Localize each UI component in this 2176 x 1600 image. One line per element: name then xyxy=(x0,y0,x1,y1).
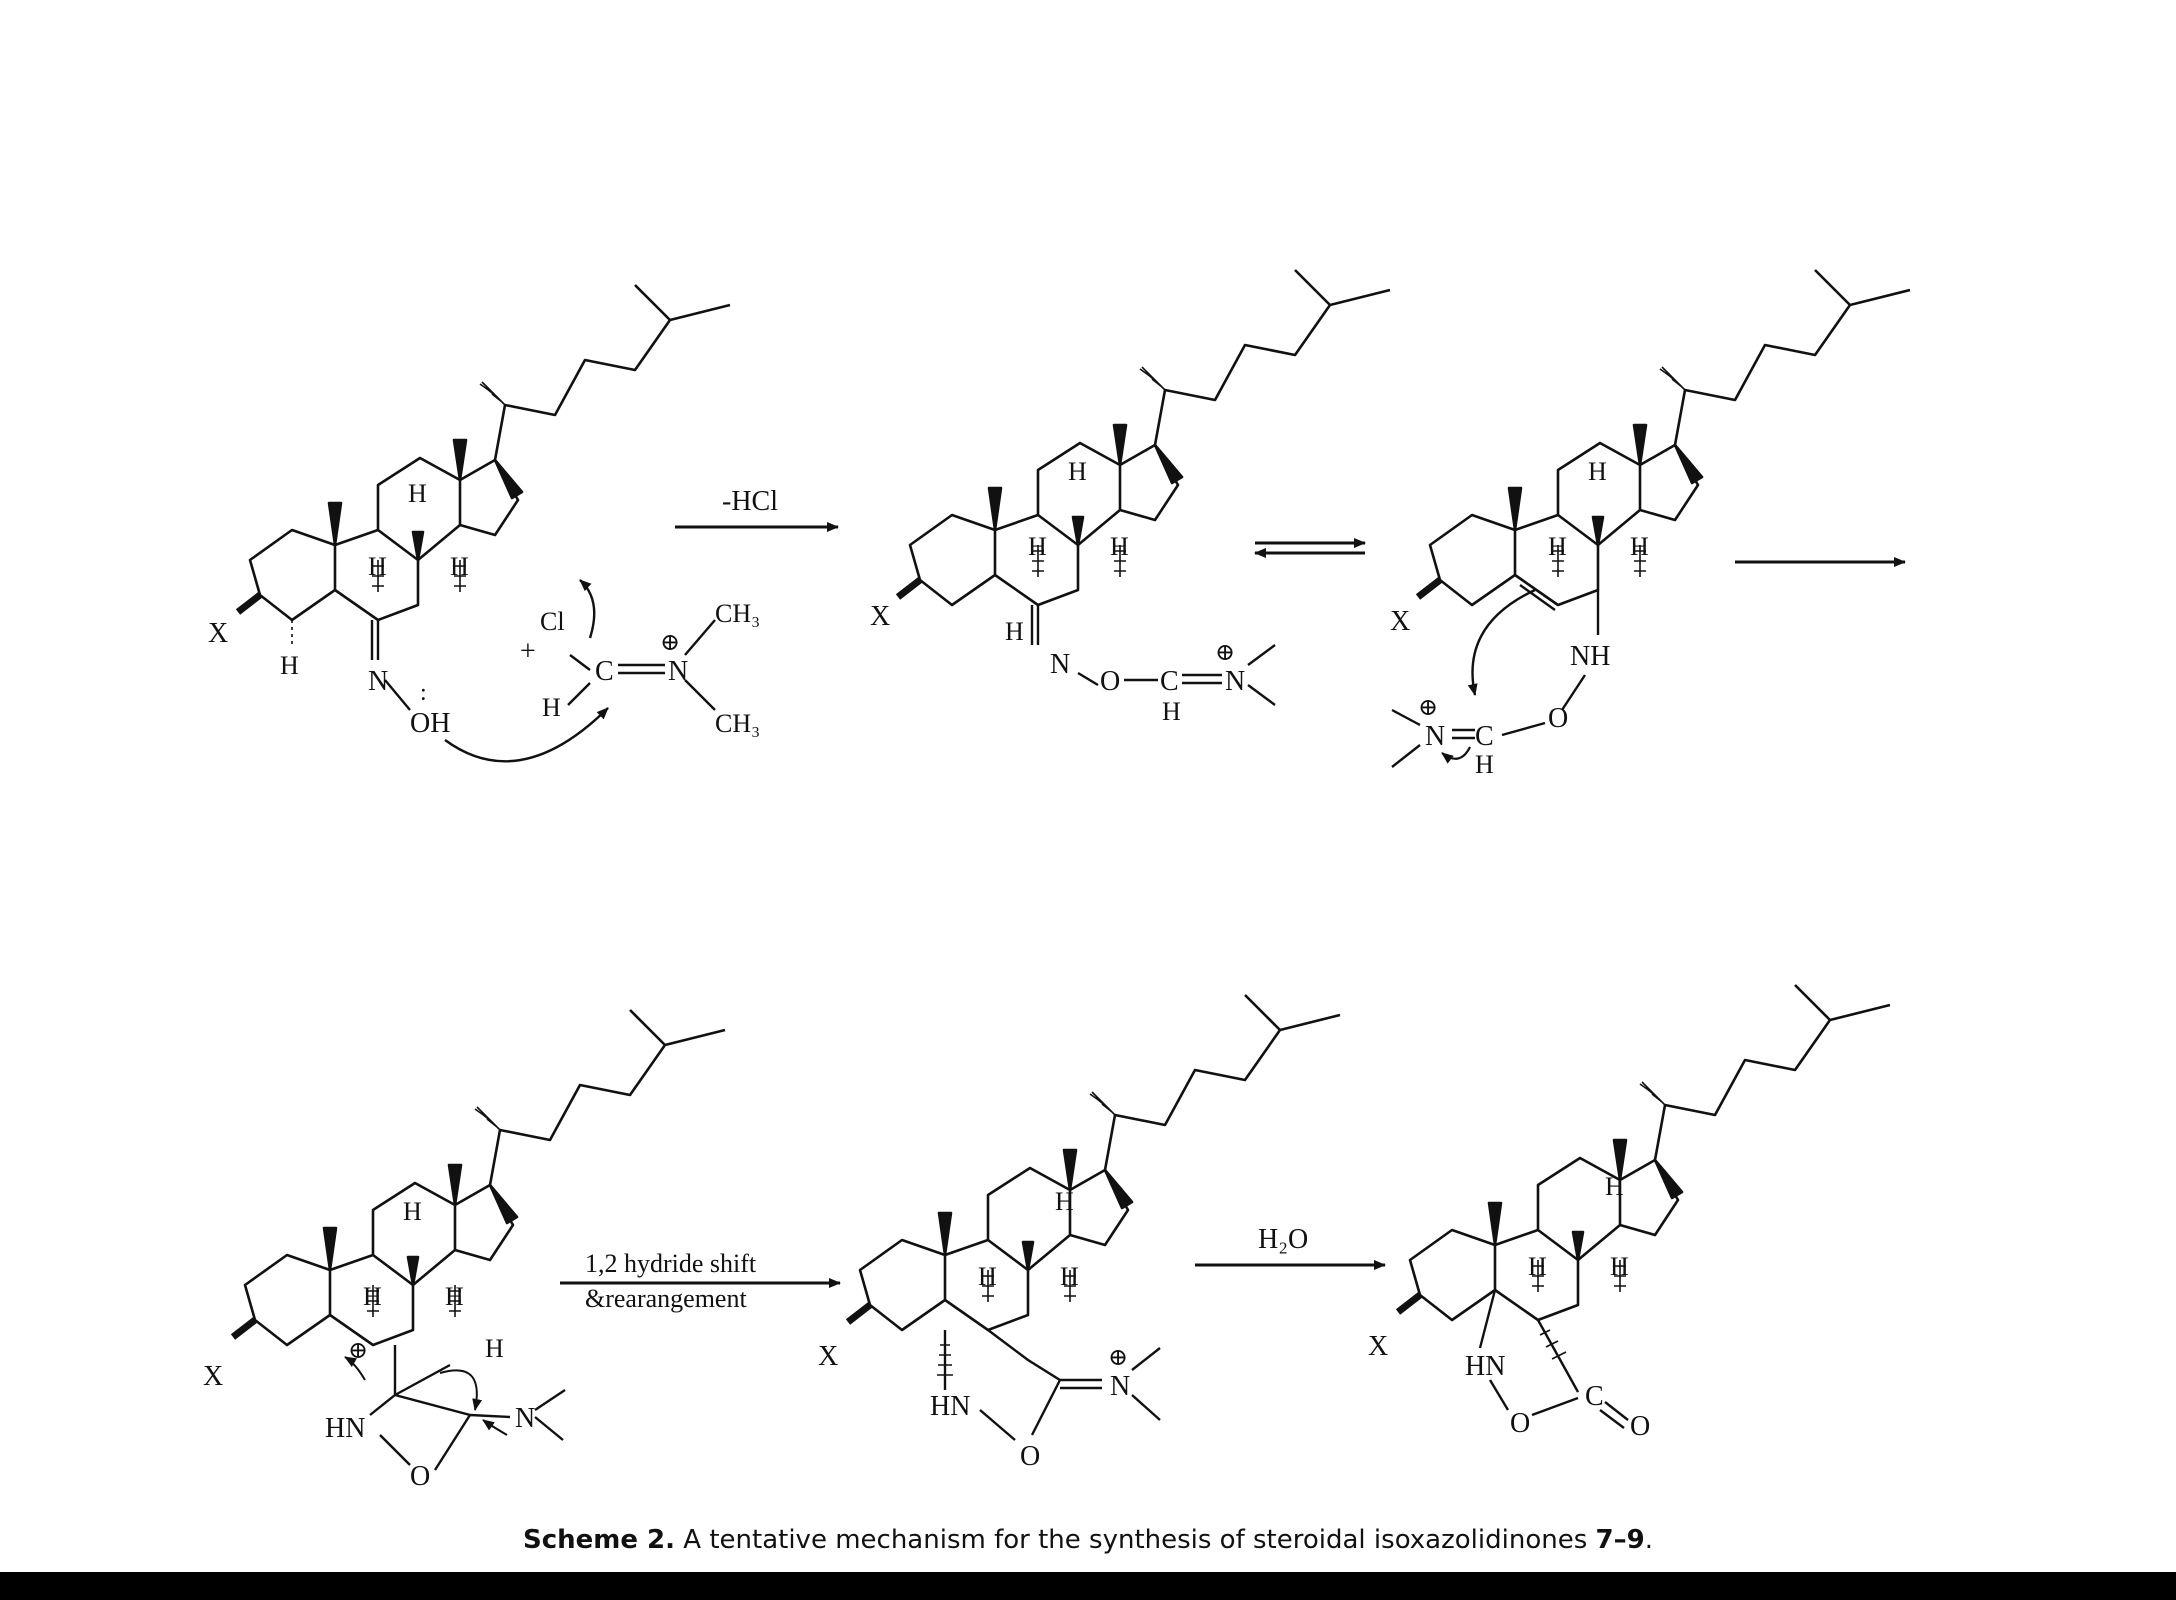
cation-symbol: ⊕ xyxy=(1418,695,1438,721)
atom-h: H xyxy=(280,651,299,680)
caption-end: . xyxy=(1644,1525,1653,1555)
cation-symbol: ⊕ xyxy=(660,630,680,656)
atom-h: H xyxy=(1548,532,1567,561)
atom-n: N xyxy=(668,656,688,687)
arrow-label-hydride-shift: 1,2 hydride shift xyxy=(585,1249,757,1278)
atom-h: H xyxy=(368,552,387,581)
atom-h: H xyxy=(1588,457,1607,486)
atom-h: H xyxy=(1005,617,1024,646)
atom-n: N xyxy=(515,1403,535,1434)
atom-h: H xyxy=(1162,697,1181,726)
atom-o: O xyxy=(1510,1408,1530,1439)
atom-nh: NH xyxy=(1570,641,1610,672)
arrow-label-water: H₂O xyxy=(1258,1224,1308,1255)
atom-o: O xyxy=(1630,1411,1650,1442)
atom-n: N xyxy=(1225,666,1245,697)
lone-pair: : xyxy=(420,680,427,706)
cation-symbol: ⊕ xyxy=(348,1338,368,1364)
atom-h: H xyxy=(542,693,561,722)
methyl-group: CH₃ xyxy=(715,709,760,738)
atom-h: H xyxy=(1605,1172,1624,1201)
atom-c: C xyxy=(1160,666,1179,697)
atom-h: H xyxy=(450,552,469,581)
atom-h: H xyxy=(1055,1187,1074,1216)
atom-x: X xyxy=(870,601,890,632)
atom-x: X xyxy=(203,1361,223,1392)
atom-h: H xyxy=(978,1262,997,1291)
structure-enamine: X H H H NH O C H N ⊕ xyxy=(1390,268,1912,779)
reaction-arrow-hydride-shift: 1,2 hydride shift &rearangement xyxy=(560,1249,841,1313)
atom-n: N xyxy=(1050,649,1070,680)
atom-h: H xyxy=(445,1282,464,1311)
atom-h: H xyxy=(408,479,427,508)
atom-h: H xyxy=(1110,532,1129,561)
cation-symbol: ⊕ xyxy=(1215,640,1235,666)
atom-hn: HN xyxy=(1465,1351,1505,1382)
atom-o: O xyxy=(410,1461,430,1492)
structure-carbocation: X ⊕ H H H H HN O N xyxy=(203,1008,727,1492)
caption-compounds: 7–9 xyxy=(1595,1525,1645,1555)
reaction-arrow-hcl: -HCl xyxy=(675,486,839,532)
reaction-arrow-hydrolysis: H₂O xyxy=(1195,1224,1386,1270)
atom-n: N xyxy=(1425,721,1445,752)
caption-label: Scheme 2. xyxy=(523,1525,676,1555)
atom-n: N xyxy=(1110,1371,1130,1402)
atom-h: H xyxy=(1630,532,1649,561)
atom-x: X xyxy=(1390,606,1410,637)
atom-o: O xyxy=(1020,1441,1040,1472)
structure-oxime-start: X H H H H N OH : + Cl H C N ⊕ CH₃ CH₃ xyxy=(208,283,760,763)
atom-x: X xyxy=(208,618,228,649)
hydroxyl-group: OH xyxy=(410,708,450,739)
equilibrium-arrows xyxy=(1254,538,1366,558)
atom-c: C xyxy=(595,656,614,687)
atom-h: H xyxy=(1610,1252,1629,1281)
caption-text: A tentative mechanism for the synthesis … xyxy=(683,1525,1588,1555)
structure-rearranged-iminium: X H H H HN O N ⊕ xyxy=(818,993,1342,1472)
structure-imidoyl-oxime: X H H H H N O C H N ⊕ xyxy=(870,268,1392,726)
arrow-label-hcl: -HCl xyxy=(722,486,778,517)
atom-hn: HN xyxy=(930,1391,970,1422)
bottom-bar xyxy=(0,1572,2176,1600)
atom-h: H xyxy=(1475,750,1494,779)
atom-h: H xyxy=(485,1334,504,1363)
atom-hn: HN xyxy=(325,1413,365,1444)
plus-sign: + xyxy=(520,636,536,667)
atom-h: H xyxy=(363,1282,382,1311)
atom-h: H xyxy=(1068,457,1087,486)
atom-h: H xyxy=(403,1197,422,1226)
atom-h: H xyxy=(1028,532,1047,561)
cation-symbol: ⊕ xyxy=(1108,1345,1128,1371)
atom-cl: Cl xyxy=(540,607,565,636)
structure-isoxazolidinone-product: X H H H HN O C O xyxy=(1368,983,1892,1442)
atom-x: X xyxy=(818,1341,838,1372)
atom-c: C xyxy=(1585,1381,1604,1412)
atom-o: O xyxy=(1100,666,1120,697)
atom-n: N xyxy=(368,666,388,697)
atom-c: C xyxy=(1475,721,1494,752)
atom-h: H xyxy=(1060,1262,1079,1291)
figure-caption: Scheme 2. A tentative mechanism for the … xyxy=(0,1525,2176,1555)
atom-x: X xyxy=(1368,1331,1388,1362)
atom-h: H xyxy=(1528,1252,1547,1281)
atom-o: O xyxy=(1548,703,1568,734)
methyl-group: CH₃ xyxy=(715,599,760,628)
arrow-label-rearrangement: &rearangement xyxy=(585,1284,747,1313)
